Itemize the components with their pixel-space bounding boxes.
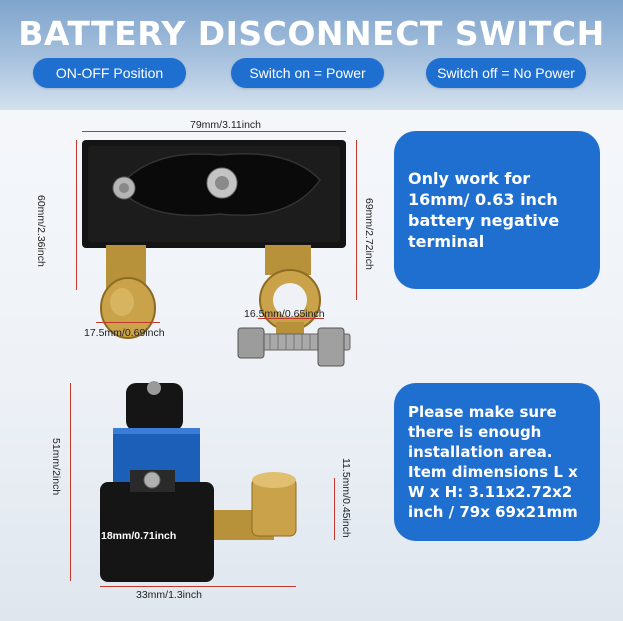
dim-stud-height: 11.5mm/0.45inch — [340, 458, 352, 538]
dim-side-height: 51mm/2inch — [50, 438, 62, 496]
dim-line-bottom — [100, 586, 296, 587]
dim-line-stud — [334, 478, 335, 540]
dim-base-label: 18mm/0.71inch — [101, 530, 177, 542]
dim-bottom-width: 33mm/1.3inch — [136, 589, 202, 601]
dim-right-height: 69mm/2.72inch — [363, 198, 375, 270]
dim-line-side — [70, 383, 71, 581]
dim-left-height: 60mm/2.36inch — [35, 195, 47, 267]
info-card-installation: Please make sure there is enough install… — [394, 383, 600, 541]
dim-line-top — [82, 131, 346, 132]
dim-line-right — [356, 140, 357, 300]
dim-line-clamp — [258, 318, 324, 319]
header-band — [0, 0, 623, 110]
info-card-installation-text: Please make sure there is enough install… — [408, 403, 578, 521]
dim-line-left — [76, 140, 77, 290]
info-card-terminal-text: Only work for 16mm/ 0.63 inch battery ne… — [408, 169, 560, 251]
dim-clamp-width: 16.5mm/0.65inch — [244, 308, 325, 320]
pill-switch-off: Switch off = No Power — [426, 58, 586, 88]
pill-on-off-position: ON-OFF Position — [33, 58, 186, 88]
dim-top-width: 79mm/3.11inch — [190, 119, 262, 131]
info-card-terminal: Only work for 16mm/ 0.63 inch battery ne… — [394, 131, 600, 289]
dim-tab-width: 17.5mm/0.69inch — [84, 327, 165, 339]
knob-side — [126, 383, 183, 431]
switch-base — [100, 482, 214, 582]
page-title: BATTERY DISCONNECT SWITCH — [18, 14, 605, 53]
pill-switch-on: Switch on = Power — [231, 58, 384, 88]
dim-line-tab — [96, 322, 160, 323]
